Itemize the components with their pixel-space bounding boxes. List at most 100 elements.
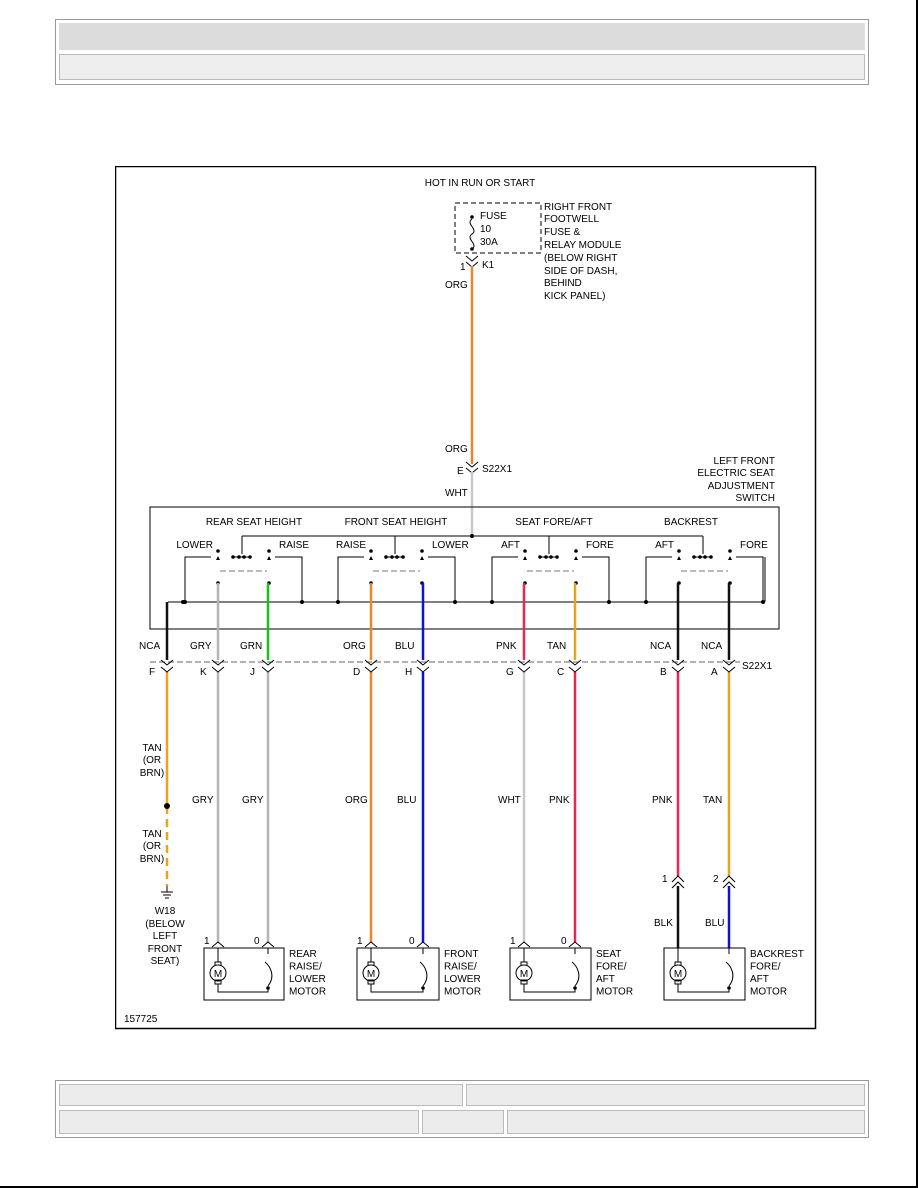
motor-name: BACKREST bbox=[750, 949, 804, 960]
switch-position-right: RAISE bbox=[279, 540, 309, 551]
motor-icon bbox=[209, 964, 227, 982]
svg-text:ADJUSTMENT: ADJUSTMENT bbox=[708, 481, 775, 492]
motor-name: FRONT bbox=[444, 949, 478, 960]
switch-name: LEFT FRONT ELECTRIC SEAT ADJUSTMENT SWIT… bbox=[697, 456, 775, 504]
header-title-bar bbox=[59, 23, 865, 50]
wire-label-lower: BLU bbox=[397, 795, 416, 806]
motor-box bbox=[203, 947, 285, 1001]
svg-text:FOOTWELL: FOOTWELL bbox=[544, 214, 599, 225]
limit-switch-arm bbox=[725, 961, 734, 987]
motor-return bbox=[523, 984, 576, 993]
connector-pin-symbol bbox=[568, 666, 582, 673]
backrest-connector: 1 2 BLK BLU bbox=[654, 874, 724, 929]
svg-text:LEFT: LEFT bbox=[153, 931, 177, 942]
motor-icon bbox=[515, 964, 533, 982]
svg-text:SIDE OF DASH,: SIDE OF DASH, bbox=[544, 266, 617, 277]
motor-name: RAISE/ bbox=[289, 962, 322, 973]
switch-position-left: LOWER bbox=[176, 540, 213, 551]
svg-text:BLK: BLK bbox=[654, 918, 673, 929]
wire-label-upper: TAN bbox=[547, 641, 566, 652]
switch-terminal bbox=[677, 549, 681, 553]
switch-terminal bbox=[216, 549, 220, 553]
diagram-border bbox=[115, 166, 817, 1030]
wire-label-upper: NCA bbox=[701, 641, 722, 652]
inline-connector-symbol bbox=[671, 881, 685, 889]
svg-text:2: 2 bbox=[713, 874, 719, 885]
motor-symbol: M bbox=[520, 969, 528, 980]
switch-position-left: AFT bbox=[655, 540, 674, 551]
svg-text:BEHIND: BEHIND bbox=[544, 278, 582, 289]
limit-switch-arm bbox=[264, 961, 273, 987]
switch-terminal bbox=[574, 549, 578, 553]
connector-pin-symbol bbox=[416, 666, 430, 673]
connector-pin-symbol bbox=[211, 659, 225, 666]
switch-arrow bbox=[420, 556, 424, 560]
wire-label-lower: WHT bbox=[498, 795, 521, 806]
footer-cell bbox=[422, 1110, 504, 1134]
motor-pin-symbol bbox=[261, 941, 275, 948]
fuse-number: 10 bbox=[480, 224, 492, 235]
footer-cell bbox=[466, 1084, 865, 1106]
ground-location: W18 (BELOW LEFT FRONT SEAT) bbox=[145, 906, 185, 967]
motor-name: LOWER bbox=[289, 974, 326, 985]
ground-wire-label-lower: TAN (OR BRN) bbox=[140, 829, 164, 865]
switch-wire-left bbox=[184, 556, 211, 602]
motor-pin-symbol bbox=[416, 941, 430, 948]
switch-junction bbox=[336, 600, 340, 604]
connector-pin-symbol bbox=[671, 659, 685, 666]
fuse-module-outline bbox=[454, 202, 542, 254]
e-connector-symbol bbox=[465, 461, 479, 468]
svg-text:FUSE &: FUSE & bbox=[544, 227, 580, 238]
svg-text:(BELOW RIGHT: (BELOW RIGHT bbox=[544, 253, 617, 264]
fuse-symbol bbox=[469, 215, 475, 251]
switch-wire-left bbox=[337, 556, 364, 602]
motor-name: FORE/ bbox=[750, 962, 781, 973]
switch-position-right: LOWER bbox=[432, 540, 469, 551]
motor-symbol: M bbox=[214, 969, 222, 980]
switch-position-right: FORE bbox=[740, 540, 768, 551]
connector-pin-symbol bbox=[722, 659, 736, 666]
connector-pin-label: B bbox=[660, 667, 667, 678]
connector-pin-symbol bbox=[671, 666, 685, 673]
motor-return bbox=[217, 984, 269, 993]
switch-junction bbox=[607, 600, 611, 604]
svg-text:LEFT FRONT: LEFT FRONT bbox=[714, 456, 775, 467]
svg-text:BRN): BRN) bbox=[140, 768, 164, 779]
connector-pin-label: C bbox=[557, 667, 564, 678]
wire-label-lower: PNK bbox=[652, 795, 673, 806]
inline-connector-symbol bbox=[722, 881, 736, 889]
switch-arrow bbox=[523, 556, 527, 560]
fuse-module-location: RIGHT FRONT FOOTWELL FUSE & RELAY MODULE… bbox=[544, 202, 622, 302]
switch-position-left: AFT bbox=[501, 540, 520, 551]
motor-pin-symbol bbox=[364, 941, 378, 948]
motor-pin-left: 1 bbox=[204, 936, 210, 947]
switch-terminal bbox=[267, 549, 271, 553]
motor-name: MOTOR bbox=[596, 987, 633, 998]
switch-arrow bbox=[574, 556, 578, 560]
switch-section-title: BACKREST bbox=[664, 517, 718, 528]
motor-box bbox=[356, 947, 440, 1001]
limit-switch-contact bbox=[266, 986, 270, 990]
s22x1-connector-label: S22X1 bbox=[742, 661, 772, 672]
fuse-label: FUSE bbox=[480, 211, 507, 222]
motor-name: FORE/ bbox=[596, 962, 627, 973]
switch-wire-right bbox=[428, 556, 456, 602]
connector-pin-label: F bbox=[149, 667, 155, 678]
e-pin: E bbox=[457, 466, 464, 477]
motor-name: AFT bbox=[750, 974, 769, 985]
ground-wire-label-upper: TAN (OR BRN) bbox=[140, 743, 164, 779]
switch-wire-right bbox=[582, 556, 610, 602]
motor-icon bbox=[362, 964, 380, 982]
motor-box bbox=[663, 947, 746, 1001]
switch-arrow bbox=[728, 556, 732, 560]
wire-label-upper: NCA bbox=[650, 641, 671, 652]
svg-text:ELECTRIC SEAT: ELECTRIC SEAT bbox=[697, 468, 775, 479]
motor-return bbox=[370, 984, 424, 993]
connector-pin-label: G bbox=[506, 667, 514, 678]
switch-wire-right bbox=[275, 556, 303, 602]
